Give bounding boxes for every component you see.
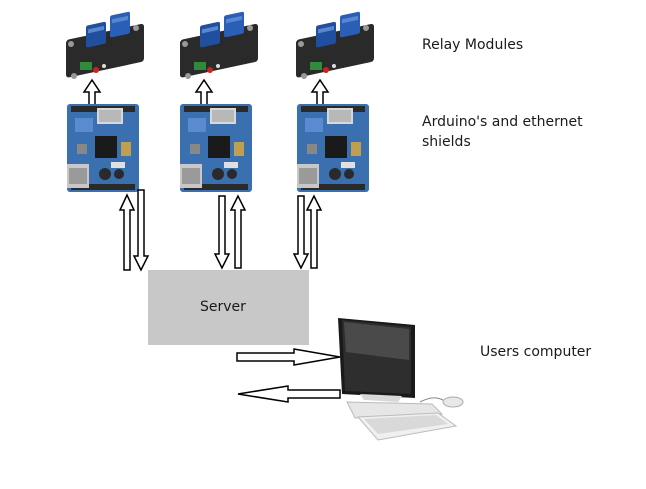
relay-modules-label: Relay Modules [422, 37, 524, 53]
arduino-shields-label: Arduino's and ethernet shields [422, 112, 583, 152]
arrow-server-computer [236, 348, 341, 403]
server-label: Server [200, 299, 246, 315]
arduino-ethernet-shield-icon [67, 104, 139, 192]
arduino-ethernet-shield-icon [297, 104, 369, 192]
server-box [148, 270, 309, 345]
arduino-shields-label-line1: Arduino's and ethernet [422, 114, 583, 130]
arduino-shields-label-line2: shields [422, 134, 471, 150]
desktop-computer-icon [338, 318, 464, 441]
arduino-ethernet-shield-icon [180, 104, 252, 192]
relay-module-icon [66, 11, 144, 80]
relay-module-icon [180, 11, 258, 80]
relay-module-icon [296, 11, 374, 80]
users-computer-label: Users computer [480, 344, 592, 360]
arrow-arduino-server [118, 189, 323, 272]
